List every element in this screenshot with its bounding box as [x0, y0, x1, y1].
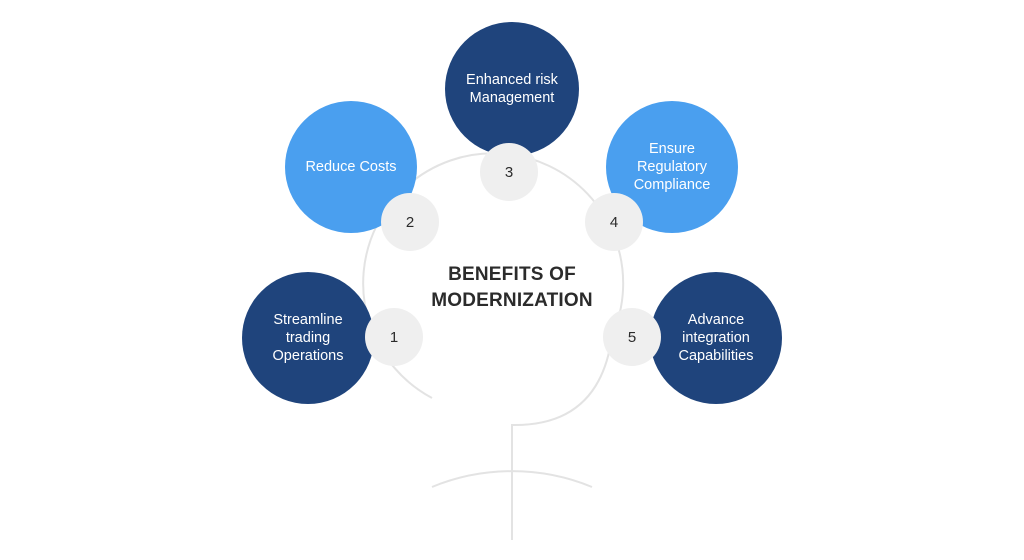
number-badge-5: 5 [603, 308, 661, 366]
benefit-circle-enhanced-risk: Enhanced risk Management [445, 22, 579, 156]
benefit-5-line-1: Advance [687, 312, 745, 328]
benefit-1-line-1: Streamline [273, 312, 343, 328]
number-badge-2: 2 [381, 193, 439, 251]
number-badge-4: 4 [585, 193, 643, 251]
diagram-title: BENEFITS OF MODERNIZATION [412, 262, 612, 314]
stem-line [511, 335, 613, 540]
number-1-label: 1 [389, 328, 399, 346]
number-5-label: 5 [627, 328, 637, 346]
benefit-4-line-2: Regulatory [636, 159, 708, 175]
benefit-circle-streamline-trading: Streamline trading Operations [242, 272, 374, 404]
number-4-label: 4 [609, 213, 619, 231]
benefit-2-line-1: Reduce Costs [305, 159, 397, 175]
title-line-2: MODERNIZATION [431, 290, 593, 311]
benefit-3-line-2: Management [469, 90, 555, 106]
benefit-4-line-1: Ensure [649, 141, 695, 157]
benefit-1-line-2: trading [285, 330, 331, 346]
benefit-circle-integration-capabilities: Advance integration Capabilities [650, 272, 782, 404]
title-line-1: BENEFITS OF [448, 264, 576, 285]
benefit-1-line-3: Operations [272, 348, 344, 364]
number-3-label: 3 [504, 163, 514, 181]
benefit-3-line-1: Enhanced risk [466, 72, 558, 88]
number-badge-3: 3 [480, 143, 538, 201]
number-badge-1: 1 [365, 308, 423, 366]
benefit-5-line-2: integration [682, 330, 750, 346]
number-2-label: 2 [405, 213, 415, 231]
benefit-5-line-3: Capabilities [678, 348, 754, 364]
benefit-4-line-3: Compliance [633, 177, 711, 193]
